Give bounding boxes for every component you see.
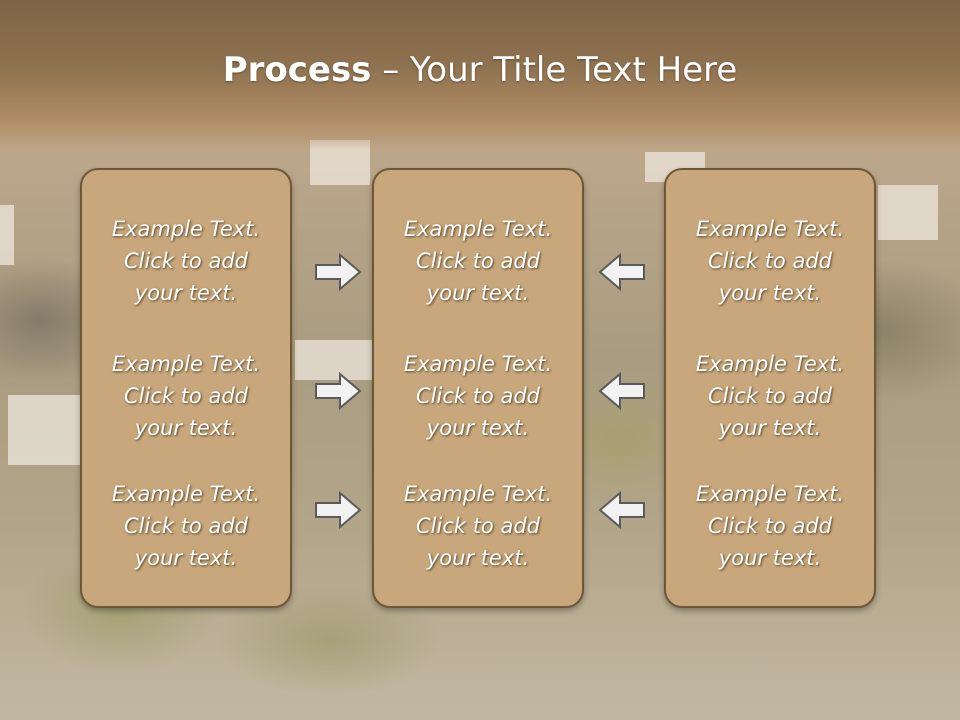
text-placeholder[interactable]: Example Text. Click to add your text. bbox=[111, 217, 261, 305]
text-placeholder[interactable]: Example Text. Click to add your text. bbox=[695, 482, 845, 570]
text-placeholder[interactable]: Example Text. Click to add your text. bbox=[695, 217, 845, 305]
left-arrow-icon[interactable] bbox=[598, 490, 646, 530]
right-arrow-icon[interactable] bbox=[314, 252, 362, 292]
slide-title[interactable]: Process – Your Title Text Here bbox=[0, 50, 960, 90]
background-sign bbox=[8, 395, 83, 465]
background-sign bbox=[0, 205, 14, 265]
text-placeholder[interactable]: Example Text. Click to add your text. bbox=[111, 352, 261, 440]
left-arrow-icon[interactable] bbox=[598, 371, 646, 411]
text-placeholder[interactable]: Example Text. Click to add your text. bbox=[403, 352, 553, 440]
right-arrow-icon[interactable] bbox=[314, 371, 362, 411]
text-placeholder[interactable]: Example Text. Click to add your text. bbox=[403, 217, 553, 305]
text-placeholder[interactable]: Example Text. Click to add your text. bbox=[111, 482, 261, 570]
text-placeholder[interactable]: Example Text. Click to add your text. bbox=[695, 352, 845, 440]
process-box-right[interactable]: Example Text. Click to add your text. Ex… bbox=[664, 168, 876, 608]
title-rest: – Your Title Text Here bbox=[371, 50, 738, 90]
background-sign bbox=[878, 185, 938, 240]
left-arrow-icon[interactable] bbox=[598, 252, 646, 292]
background-sign bbox=[295, 340, 375, 380]
right-arrow-icon[interactable] bbox=[314, 490, 362, 530]
text-placeholder[interactable]: Example Text. Click to add your text. bbox=[403, 482, 553, 570]
title-bold: Process bbox=[222, 50, 372, 90]
header-band bbox=[0, 0, 960, 150]
process-box-center[interactable]: Example Text. Click to add your text. Ex… bbox=[372, 168, 584, 608]
process-box-left[interactable]: Example Text. Click to add your text. Ex… bbox=[80, 168, 292, 608]
